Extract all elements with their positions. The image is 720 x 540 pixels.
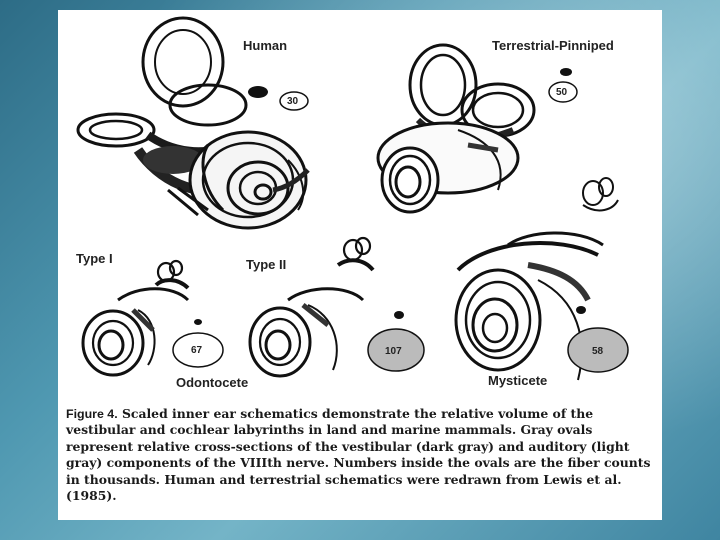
odontocete-type-i-drawing (81, 259, 190, 377)
inner-ear-schematics (76, 16, 629, 381)
terrestrial-fiber-count: 50 (556, 87, 568, 98)
mysticete-drawing (454, 231, 604, 381)
odontocete-label: Odontocete (176, 375, 249, 390)
mysticete-fiber-count: 58 (592, 346, 604, 357)
terrestrial-vestibular-oval (560, 68, 572, 76)
figure-caption-label: Figure 4. (66, 407, 118, 421)
figure-panel: Human Terrestrial-Pinniped Type I Type I… (58, 10, 662, 520)
mysticete-label: Mysticete (488, 373, 548, 388)
odontocete-type-ii-drawing (248, 236, 375, 378)
mysticete-auditory-oval (567, 327, 629, 373)
terrestrial-pinniped-inner-ear-drawing (376, 43, 536, 214)
type-ii-fiber-count: 107 (385, 346, 402, 357)
human-fiber-count: 30 (287, 96, 299, 107)
type-ii-vestibular-oval (394, 311, 404, 319)
human-label: Human (243, 38, 288, 53)
type-i-label: Type I (76, 251, 113, 266)
mysticete-canals-drawing (582, 177, 619, 212)
type-ii-label: Type II (246, 257, 287, 272)
type-ii-auditory-oval (367, 328, 425, 372)
type-i-vestibular-oval (194, 319, 202, 325)
figure-caption: Figure 4. Scaled inner ear schematics de… (66, 406, 656, 504)
human-inner-ear-drawing (76, 16, 310, 230)
figure-caption-text: Scaled inner ear schematics demonstrate … (66, 406, 651, 504)
type-i-fiber-count: 67 (191, 345, 203, 356)
human-vestibular-oval (248, 86, 268, 98)
human-auditory-oval (279, 91, 309, 111)
type-i-auditory-oval (172, 332, 224, 368)
mysticete-vestibular-oval (576, 306, 586, 314)
terrestrial-pinniped-label: Terrestrial-Pinniped (492, 38, 614, 53)
terrestrial-auditory-oval (548, 81, 578, 103)
